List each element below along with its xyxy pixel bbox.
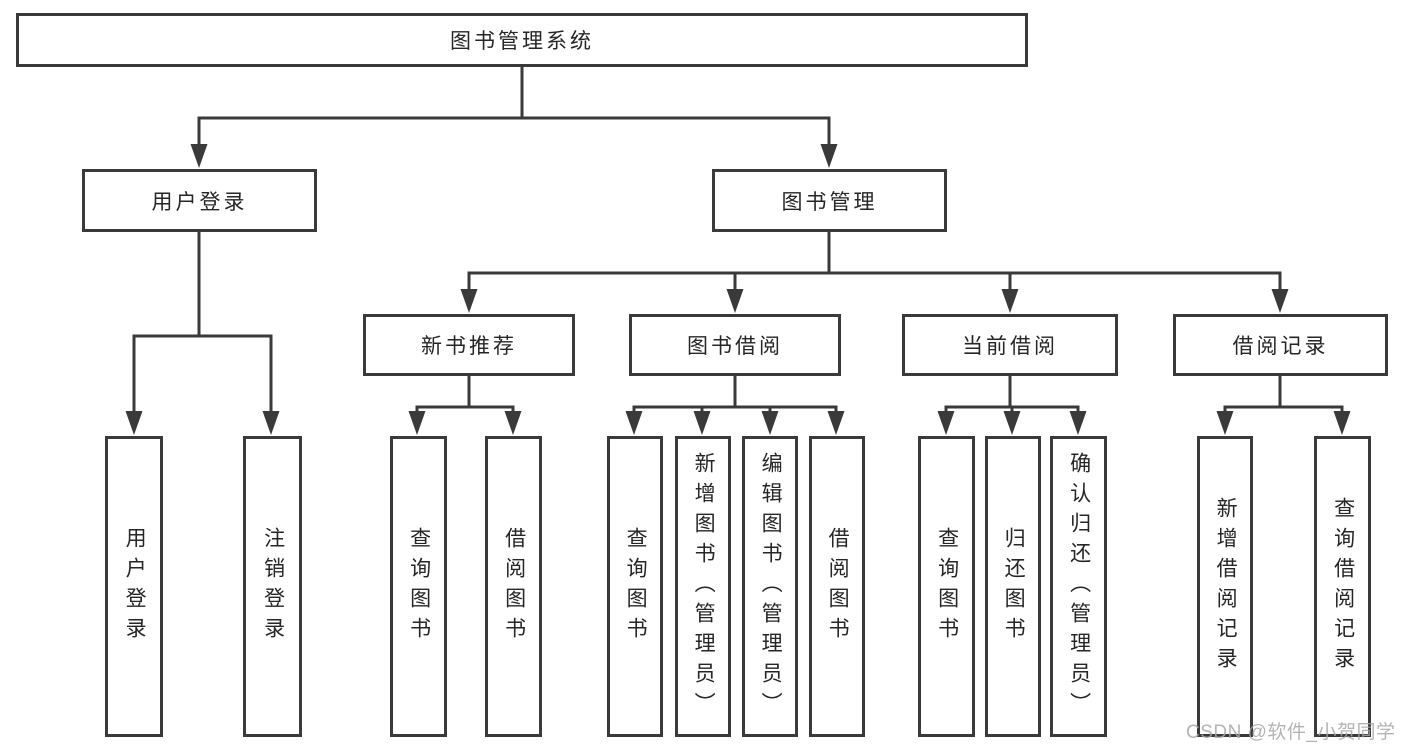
- node-nb-borrow-books-label: 借阅图书: [502, 526, 526, 647]
- node-root: 图书管理系统: [16, 13, 1028, 67]
- arrowhead-icon: [820, 144, 838, 168]
- node-cb-return-books: 归还图书: [985, 436, 1041, 737]
- node-user-login-label: 用户登录: [151, 190, 248, 214]
- node-book-borrow-label: 图书借阅: [687, 335, 783, 358]
- arrowhead-icon: [726, 289, 744, 313]
- node-user-login-action-label: 用户登录: [123, 526, 147, 647]
- node-nb-query-books: 查询图书: [390, 436, 447, 737]
- node-new-book-recommend: 新书推荐: [363, 314, 575, 376]
- node-br-query-borrow-record-label: 查询借阅记录: [1331, 496, 1355, 677]
- node-bb-add-books-admin-label: 新增图书（管理员）: [692, 451, 716, 722]
- node-root-label: 图书管理系统: [450, 30, 594, 53]
- node-book-borrow: 图书借阅: [629, 314, 841, 376]
- node-user-login-action: 用户登录: [105, 436, 163, 737]
- arrowhead-icon: [460, 289, 478, 313]
- connector-book-borrow-rail: [632, 405, 838, 412]
- node-bb-query-books-label: 查询图书: [624, 526, 648, 647]
- arrowhead-icon: [761, 411, 779, 435]
- node-br-add-borrow-record-label: 新增借阅记录: [1214, 496, 1238, 677]
- node-bb-borrow-books: 借阅图书: [809, 436, 865, 737]
- node-logout-action: 注销登录: [243, 436, 302, 737]
- node-cb-confirm-return-admin: 确认归还（管理员）: [1050, 436, 1107, 737]
- node-current-borrow-label: 当前借阅: [962, 335, 1058, 358]
- node-book-management-label: 图书管理: [781, 190, 878, 214]
- node-nb-query-books-label: 查询图书: [407, 526, 431, 647]
- arrowhead-icon: [262, 411, 280, 435]
- arrowhead-icon: [1001, 289, 1019, 313]
- node-borrow-records-label: 借阅记录: [1232, 335, 1329, 358]
- arrowhead-icon: [1333, 411, 1351, 435]
- connector-new-book-rail: [415, 405, 515, 412]
- node-cb-query-books: 查询图书: [918, 436, 975, 737]
- node-bb-edit-books-admin: 编辑图书（管理员）: [742, 436, 798, 737]
- node-book-management: 图书管理: [712, 169, 947, 232]
- node-cb-confirm-return-admin-label: 确认归还（管理员）: [1067, 451, 1091, 722]
- arrowhead-icon: [693, 411, 711, 435]
- node-new-book-recommend-label: 新书推荐: [421, 335, 517, 358]
- arrowhead-icon: [1271, 289, 1289, 313]
- node-br-add-borrow-record: 新增借阅记录: [1197, 436, 1253, 737]
- arrowhead-icon: [504, 411, 522, 435]
- node-user-login: 用户登录: [82, 169, 317, 232]
- arrowhead-icon: [1003, 411, 1021, 435]
- connector-book-mgmt-rail: [467, 271, 1282, 290]
- node-cb-query-books-label: 查询图书: [935, 526, 959, 647]
- arrowhead-icon: [190, 144, 208, 168]
- arrowhead-icon: [1069, 411, 1087, 435]
- connector-user-login-rail: [132, 334, 273, 412]
- node-bb-query-books: 查询图书: [607, 436, 663, 737]
- node-bb-add-books-admin: 新增图书（管理员）: [675, 436, 731, 737]
- node-cb-return-books-label: 归还图书: [1002, 526, 1026, 647]
- node-bb-borrow-books-label: 借阅图书: [826, 526, 850, 647]
- node-current-borrow: 当前借阅: [902, 314, 1118, 376]
- arrowhead-icon: [408, 411, 426, 435]
- arrowhead-icon: [827, 411, 845, 435]
- arrowhead-icon: [125, 411, 143, 435]
- node-logout-action-label: 注销登录: [261, 526, 285, 647]
- arrowhead-icon: [1216, 411, 1234, 435]
- node-br-query-borrow-record: 查询借阅记录: [1314, 436, 1371, 737]
- node-borrow-records: 借阅记录: [1173, 314, 1388, 376]
- arrowhead-icon: [937, 411, 955, 435]
- connector-borrow-record-rail: [1223, 405, 1344, 412]
- csdn-watermark: CSDN @软件_小贺同学: [1186, 722, 1396, 743]
- arrowhead-icon: [625, 411, 643, 435]
- connector-root-rail: [197, 116, 831, 146]
- node-nb-borrow-books: 借阅图书: [485, 436, 542, 737]
- node-bb-edit-books-admin-label: 编辑图书（管理员）: [759, 451, 783, 722]
